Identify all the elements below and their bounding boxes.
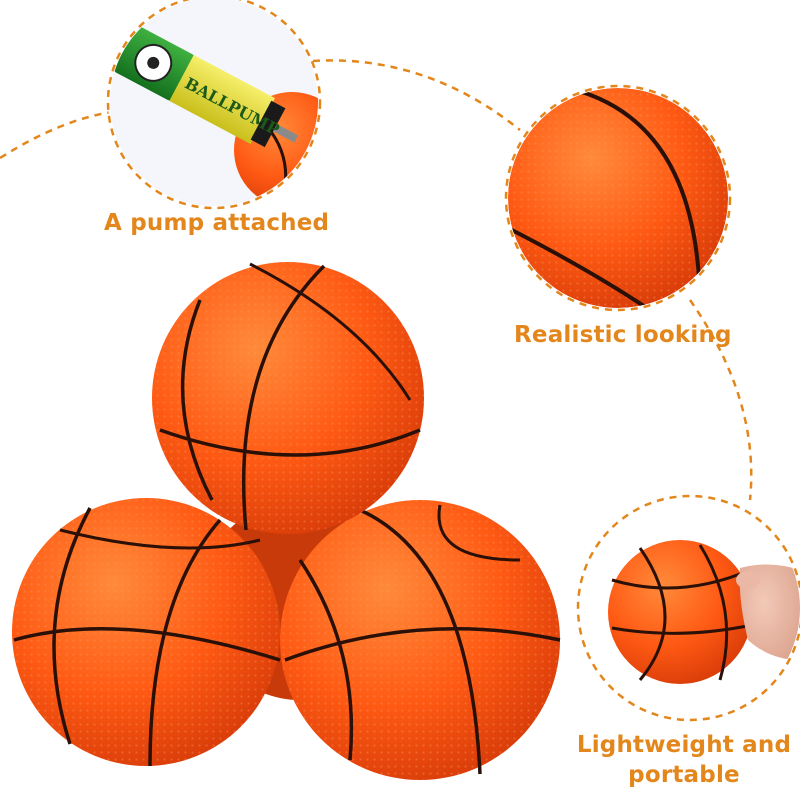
basketball-right [280, 500, 561, 780]
basketball-left [12, 498, 281, 767]
pump-detail: BALLPUMP [106, 0, 322, 210]
feature-label-pump: A pump attached [104, 210, 330, 236]
hand-detail [576, 494, 800, 722]
feature-label-lightweight: Lightweight and portable [576, 732, 792, 788]
texture-detail [504, 84, 732, 312]
basketball-pile [12, 262, 561, 780]
feature-label-realistic: Realistic looking [514, 322, 732, 348]
connector-lines [0, 59, 753, 501]
basketball-top [152, 262, 424, 534]
